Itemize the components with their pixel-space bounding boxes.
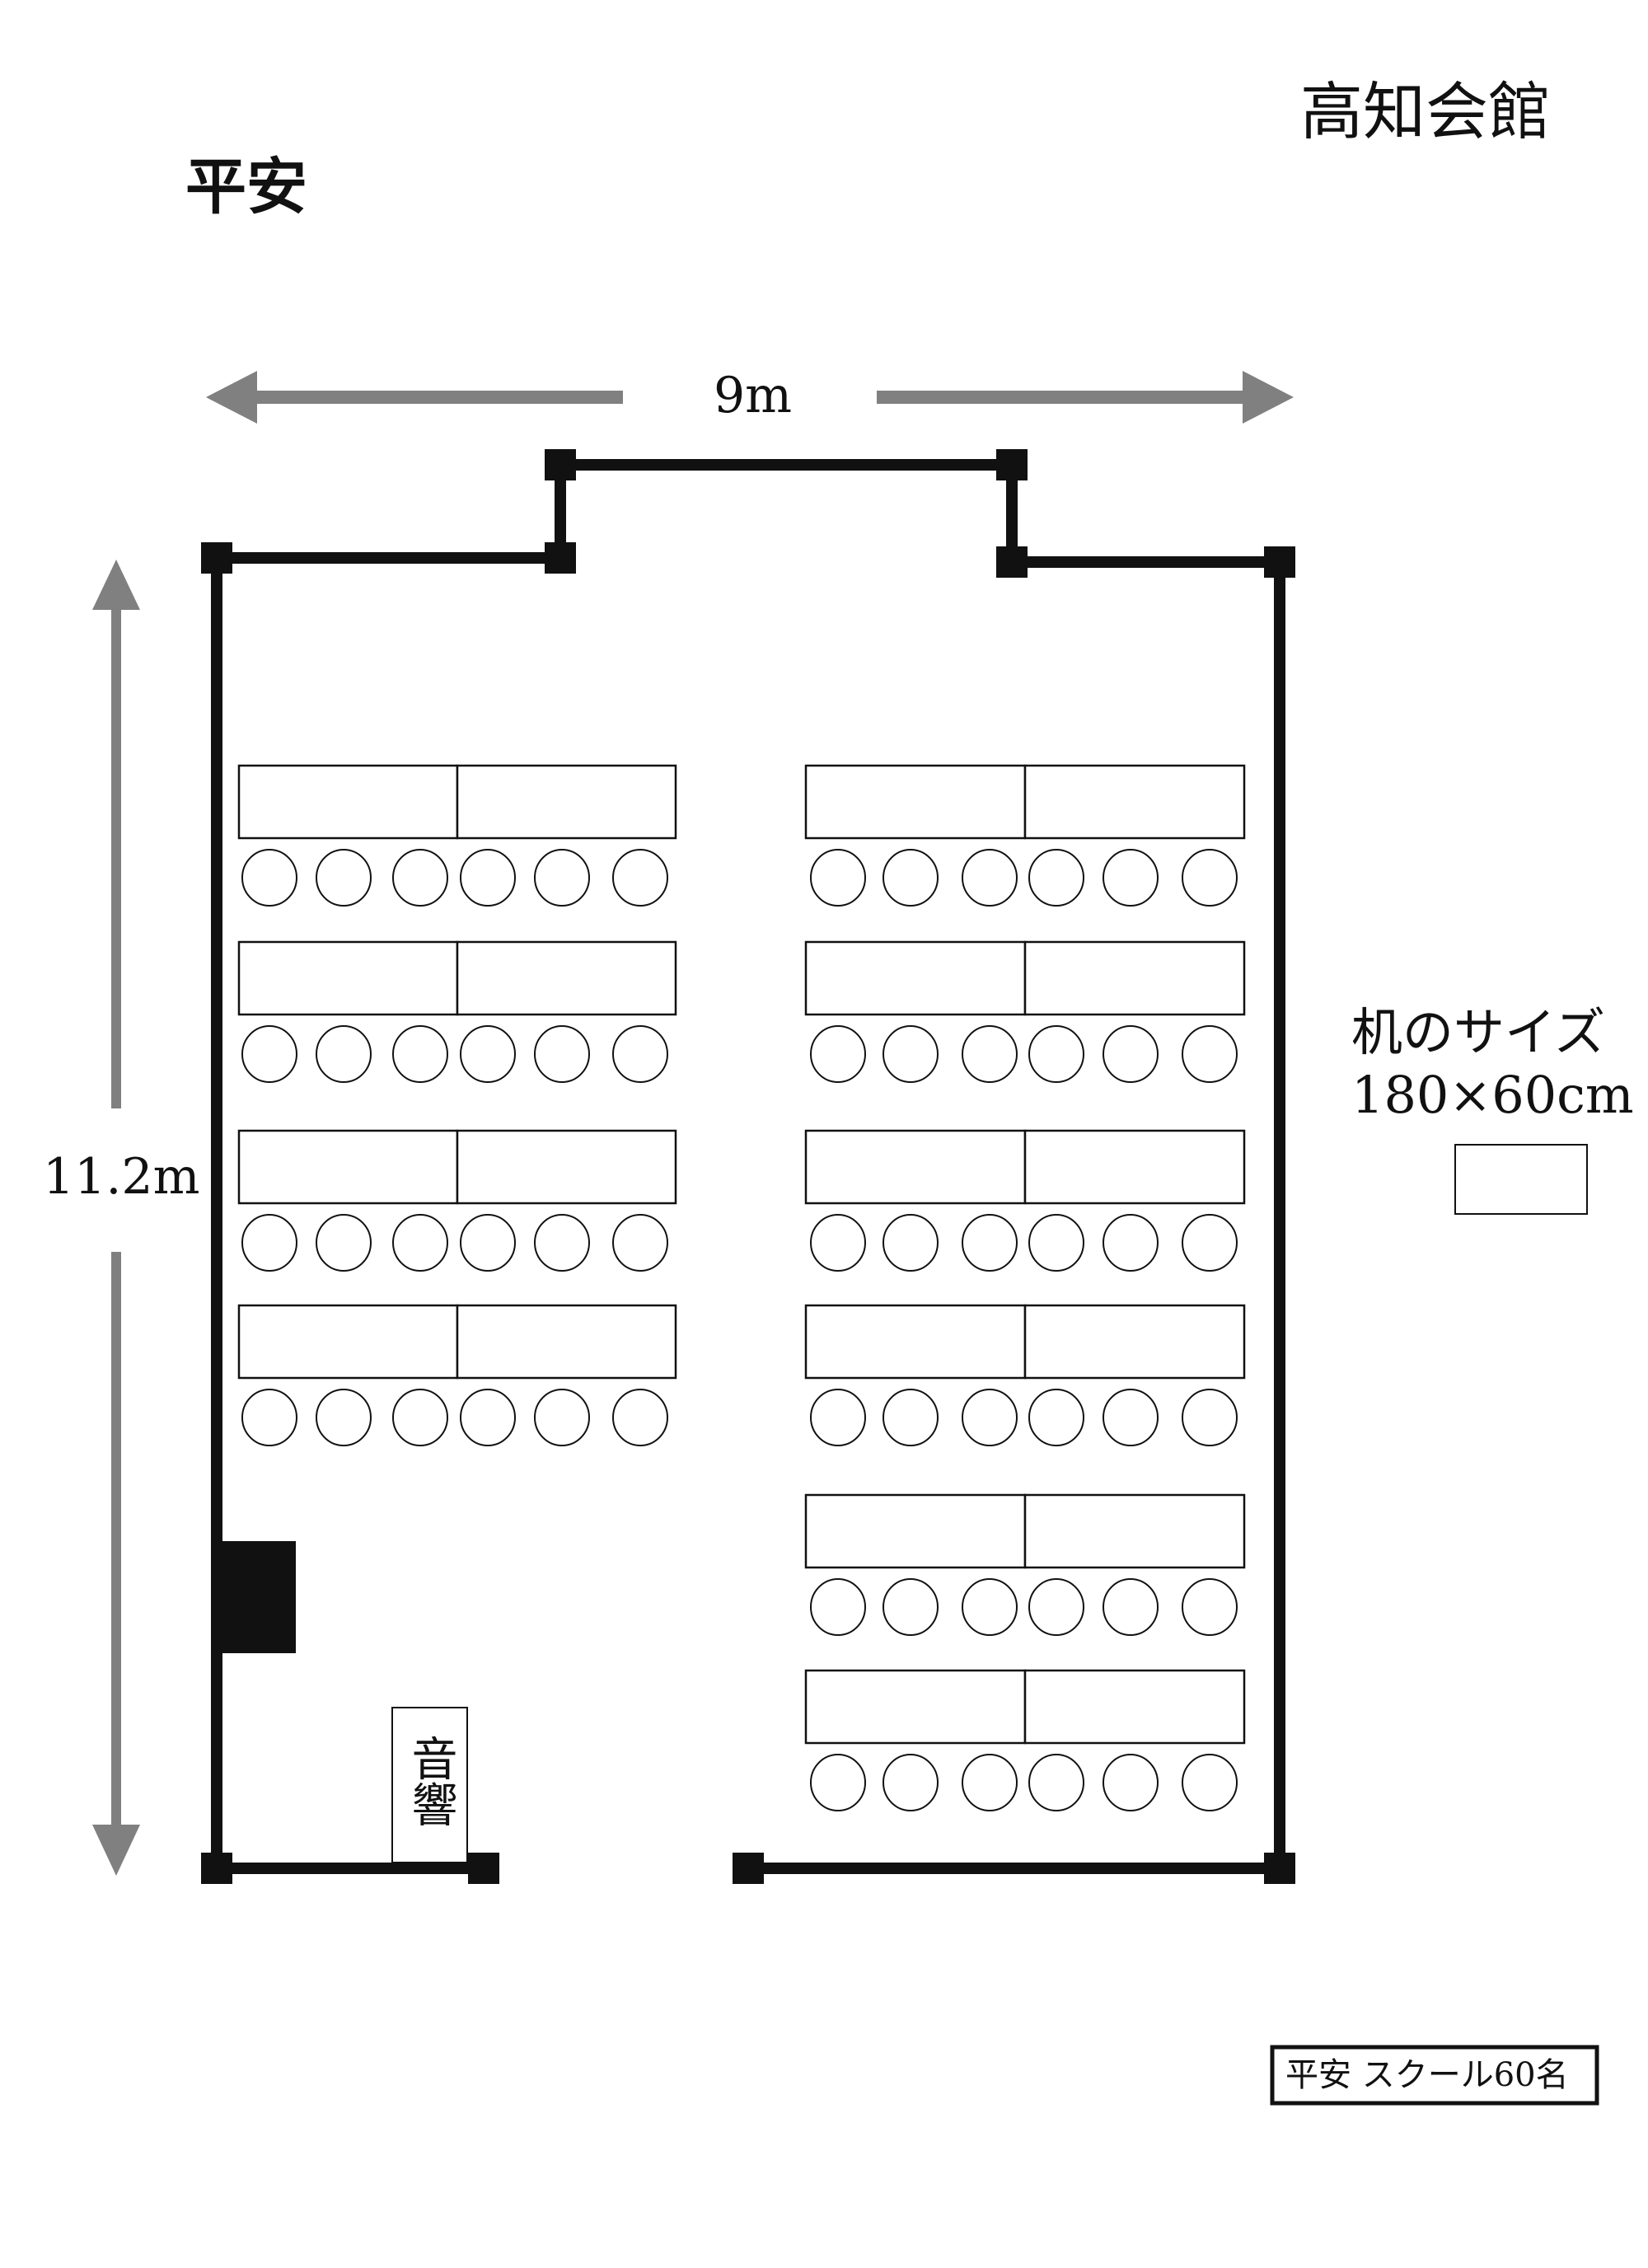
chair <box>534 849 590 907</box>
chair <box>612 1025 668 1083</box>
chair <box>962 849 1018 907</box>
desk <box>804 764 1027 840</box>
chair <box>1103 1389 1159 1446</box>
chair <box>962 1754 1018 1811</box>
width-label: 9m <box>714 367 793 424</box>
desk <box>1023 1304 1246 1380</box>
chair <box>1028 1754 1084 1811</box>
desk <box>456 1129 677 1205</box>
layout-caption-box <box>1270 2045 1599 2106</box>
desk-size-sample <box>1454 1144 1588 1215</box>
chair <box>883 849 939 907</box>
chair <box>1182 849 1238 907</box>
chair <box>392 1389 448 1446</box>
chair <box>810 849 866 907</box>
chair <box>1028 1389 1084 1446</box>
chair <box>1103 1025 1159 1083</box>
chair <box>883 1389 939 1446</box>
desk <box>237 940 459 1016</box>
chair <box>460 1214 516 1272</box>
chair <box>534 1214 590 1272</box>
chair <box>810 1578 866 1636</box>
chair <box>612 1389 668 1446</box>
chair <box>1182 1025 1238 1083</box>
chair <box>1103 1754 1159 1811</box>
desk <box>456 764 677 840</box>
podium <box>220 1541 296 1653</box>
chair <box>316 1025 372 1083</box>
desk <box>456 940 677 1016</box>
desk <box>804 1493 1027 1569</box>
desk <box>1023 940 1246 1016</box>
seating <box>237 764 1246 1811</box>
chair <box>883 1214 939 1272</box>
desk-size-value: 180×60cm <box>1351 1065 1634 1125</box>
chair <box>962 1389 1018 1446</box>
chair <box>534 1025 590 1083</box>
chair <box>316 1214 372 1272</box>
chair <box>810 1754 866 1811</box>
chair <box>810 1025 866 1083</box>
chair <box>392 849 448 907</box>
chair <box>1028 1214 1084 1272</box>
chair <box>883 1025 939 1083</box>
chair <box>612 849 668 907</box>
chair <box>1103 1214 1159 1272</box>
desk <box>804 1669 1027 1745</box>
desk <box>456 1304 677 1380</box>
desk <box>237 764 459 840</box>
chair <box>883 1578 939 1636</box>
desk <box>1023 1669 1246 1745</box>
chair <box>1028 1025 1084 1083</box>
depth-arrow <box>92 560 140 1876</box>
width-arrow <box>206 371 1294 424</box>
chair <box>392 1214 448 1272</box>
desk <box>1023 1129 1246 1205</box>
venue-name: 高知会館 <box>1300 75 1551 148</box>
desk <box>237 1129 459 1205</box>
desk <box>1023 1493 1246 1569</box>
desk <box>1023 764 1246 840</box>
room-walls <box>211 459 1285 1874</box>
chair <box>460 849 516 907</box>
sound-equipment <box>391 1707 468 1863</box>
desk <box>804 1129 1027 1205</box>
layout-caption: 平安 スクール60名 <box>1285 2056 1569 2094</box>
room-name: 平安 <box>185 152 307 223</box>
chair <box>612 1214 668 1272</box>
chair <box>316 1389 372 1446</box>
chair <box>1028 1578 1084 1636</box>
pillars <box>201 449 1295 1884</box>
chair <box>1103 849 1159 907</box>
sound-label: 音響 <box>404 1735 457 1827</box>
chair <box>316 849 372 907</box>
chair <box>962 1214 1018 1272</box>
desk-size-title: 机のサイズ <box>1351 1002 1606 1062</box>
chair <box>392 1025 448 1083</box>
desk <box>804 1304 1027 1380</box>
chair <box>534 1389 590 1446</box>
depth-label: 11.2m <box>43 1148 200 1206</box>
chair <box>810 1214 866 1272</box>
chair <box>962 1025 1018 1083</box>
chair <box>460 1025 516 1083</box>
chair <box>962 1578 1018 1636</box>
desk <box>237 1304 459 1380</box>
chair <box>810 1389 866 1446</box>
chair <box>1182 1214 1238 1272</box>
chair <box>460 1389 516 1446</box>
chair <box>1182 1389 1238 1446</box>
chair <box>1182 1754 1238 1811</box>
chair <box>883 1754 939 1811</box>
desk <box>804 940 1027 1016</box>
chair <box>1103 1578 1159 1636</box>
chair <box>1182 1578 1238 1636</box>
chair <box>241 1214 297 1272</box>
chair <box>241 1025 297 1083</box>
chair <box>241 849 297 907</box>
chair <box>1028 849 1084 907</box>
chair <box>241 1389 297 1446</box>
